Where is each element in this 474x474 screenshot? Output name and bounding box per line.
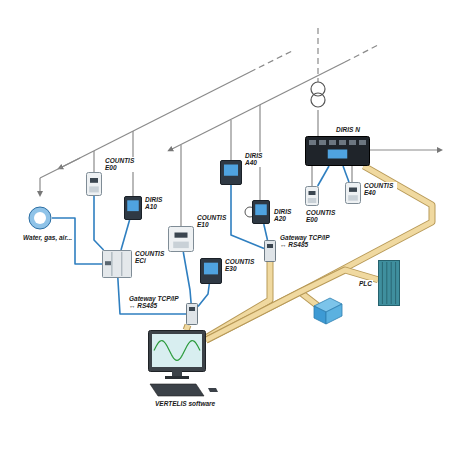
device-icon <box>102 250 132 278</box>
device-label: COUNTIS E00 <box>104 157 138 172</box>
device-label: VERTELIS software <box>154 400 216 407</box>
rs485-bus <box>264 224 268 240</box>
device-icon <box>86 172 102 196</box>
device-label: DIRIS A40 <box>244 152 276 167</box>
rs485-bus <box>318 166 329 186</box>
device-label: Water, gas, air... <box>22 234 73 241</box>
ethernet-cable <box>206 270 378 340</box>
device-icon <box>200 258 222 284</box>
device-label: Gateway TCP/IP ↔ RS485 <box>128 295 184 310</box>
transformer-symbol <box>311 82 325 107</box>
device-dark: DIRIS A40 <box>220 160 242 185</box>
device-icon <box>148 330 206 380</box>
device-icon <box>220 160 242 185</box>
power-feeders <box>40 28 440 226</box>
device-dirisn: DIRIS N <box>305 136 370 166</box>
device-dark: DIRIS A20 <box>252 200 270 224</box>
device-meter: COUNTIS E00 <box>305 186 319 206</box>
device-meter: COUNTIS E00 <box>86 172 102 196</box>
ethernet-cable <box>186 325 188 330</box>
device-dark: COUNTIS E30 <box>200 258 222 284</box>
device-icon <box>305 136 370 166</box>
device-meter: COUNTIS E40 <box>345 182 361 204</box>
device-label: COUNTIS E30 <box>224 258 258 273</box>
device-label: COUNTIS E10 <box>196 214 230 229</box>
keyboard <box>150 384 218 396</box>
device-label: COUNTIS ECi <box>134 250 168 265</box>
device-icon <box>378 260 400 306</box>
device-rail: COUNTIS ECi <box>102 250 132 278</box>
device-label: DIRIS A10 <box>144 196 176 211</box>
device-meter: COUNTIS E10 <box>168 226 194 252</box>
device-label: COUNTIS E00 <box>305 209 339 224</box>
rs485-bus <box>183 252 191 303</box>
device-label: DIRIS N <box>335 126 361 133</box>
device-icon <box>305 186 319 206</box>
device-icon <box>168 226 194 252</box>
device-icon <box>124 196 142 220</box>
rs485-bus <box>198 284 209 307</box>
rs485-bus <box>343 166 349 182</box>
device-gw: Gateway TCP/IP ↔ RS485 <box>264 240 276 262</box>
rs485-bus <box>118 278 186 314</box>
device-gw: Gateway TCP/IP ↔ RS485 <box>186 303 198 325</box>
device-icon <box>252 200 270 224</box>
device-icon <box>264 240 276 262</box>
bms-box <box>314 298 342 324</box>
device-icon <box>345 182 361 204</box>
device-pc: VERTELIS software <box>148 330 206 380</box>
device-label: COUNTIS E40 <box>363 182 397 197</box>
rs485-bus <box>121 220 130 250</box>
rs485-bus <box>94 196 104 250</box>
device-icon <box>186 303 198 325</box>
device-water: Water, gas, air... <box>28 206 52 230</box>
device-icon <box>28 206 52 230</box>
ethernet-cable <box>206 166 432 340</box>
device-label: DIRIS A20 <box>273 208 305 223</box>
device-dark: DIRIS A10 <box>124 196 142 220</box>
device-label: PLC <box>358 280 373 287</box>
device-plc: PLC <box>378 260 400 306</box>
device-label: Gateway TCP/IP ↔ RS485 <box>279 234 335 249</box>
